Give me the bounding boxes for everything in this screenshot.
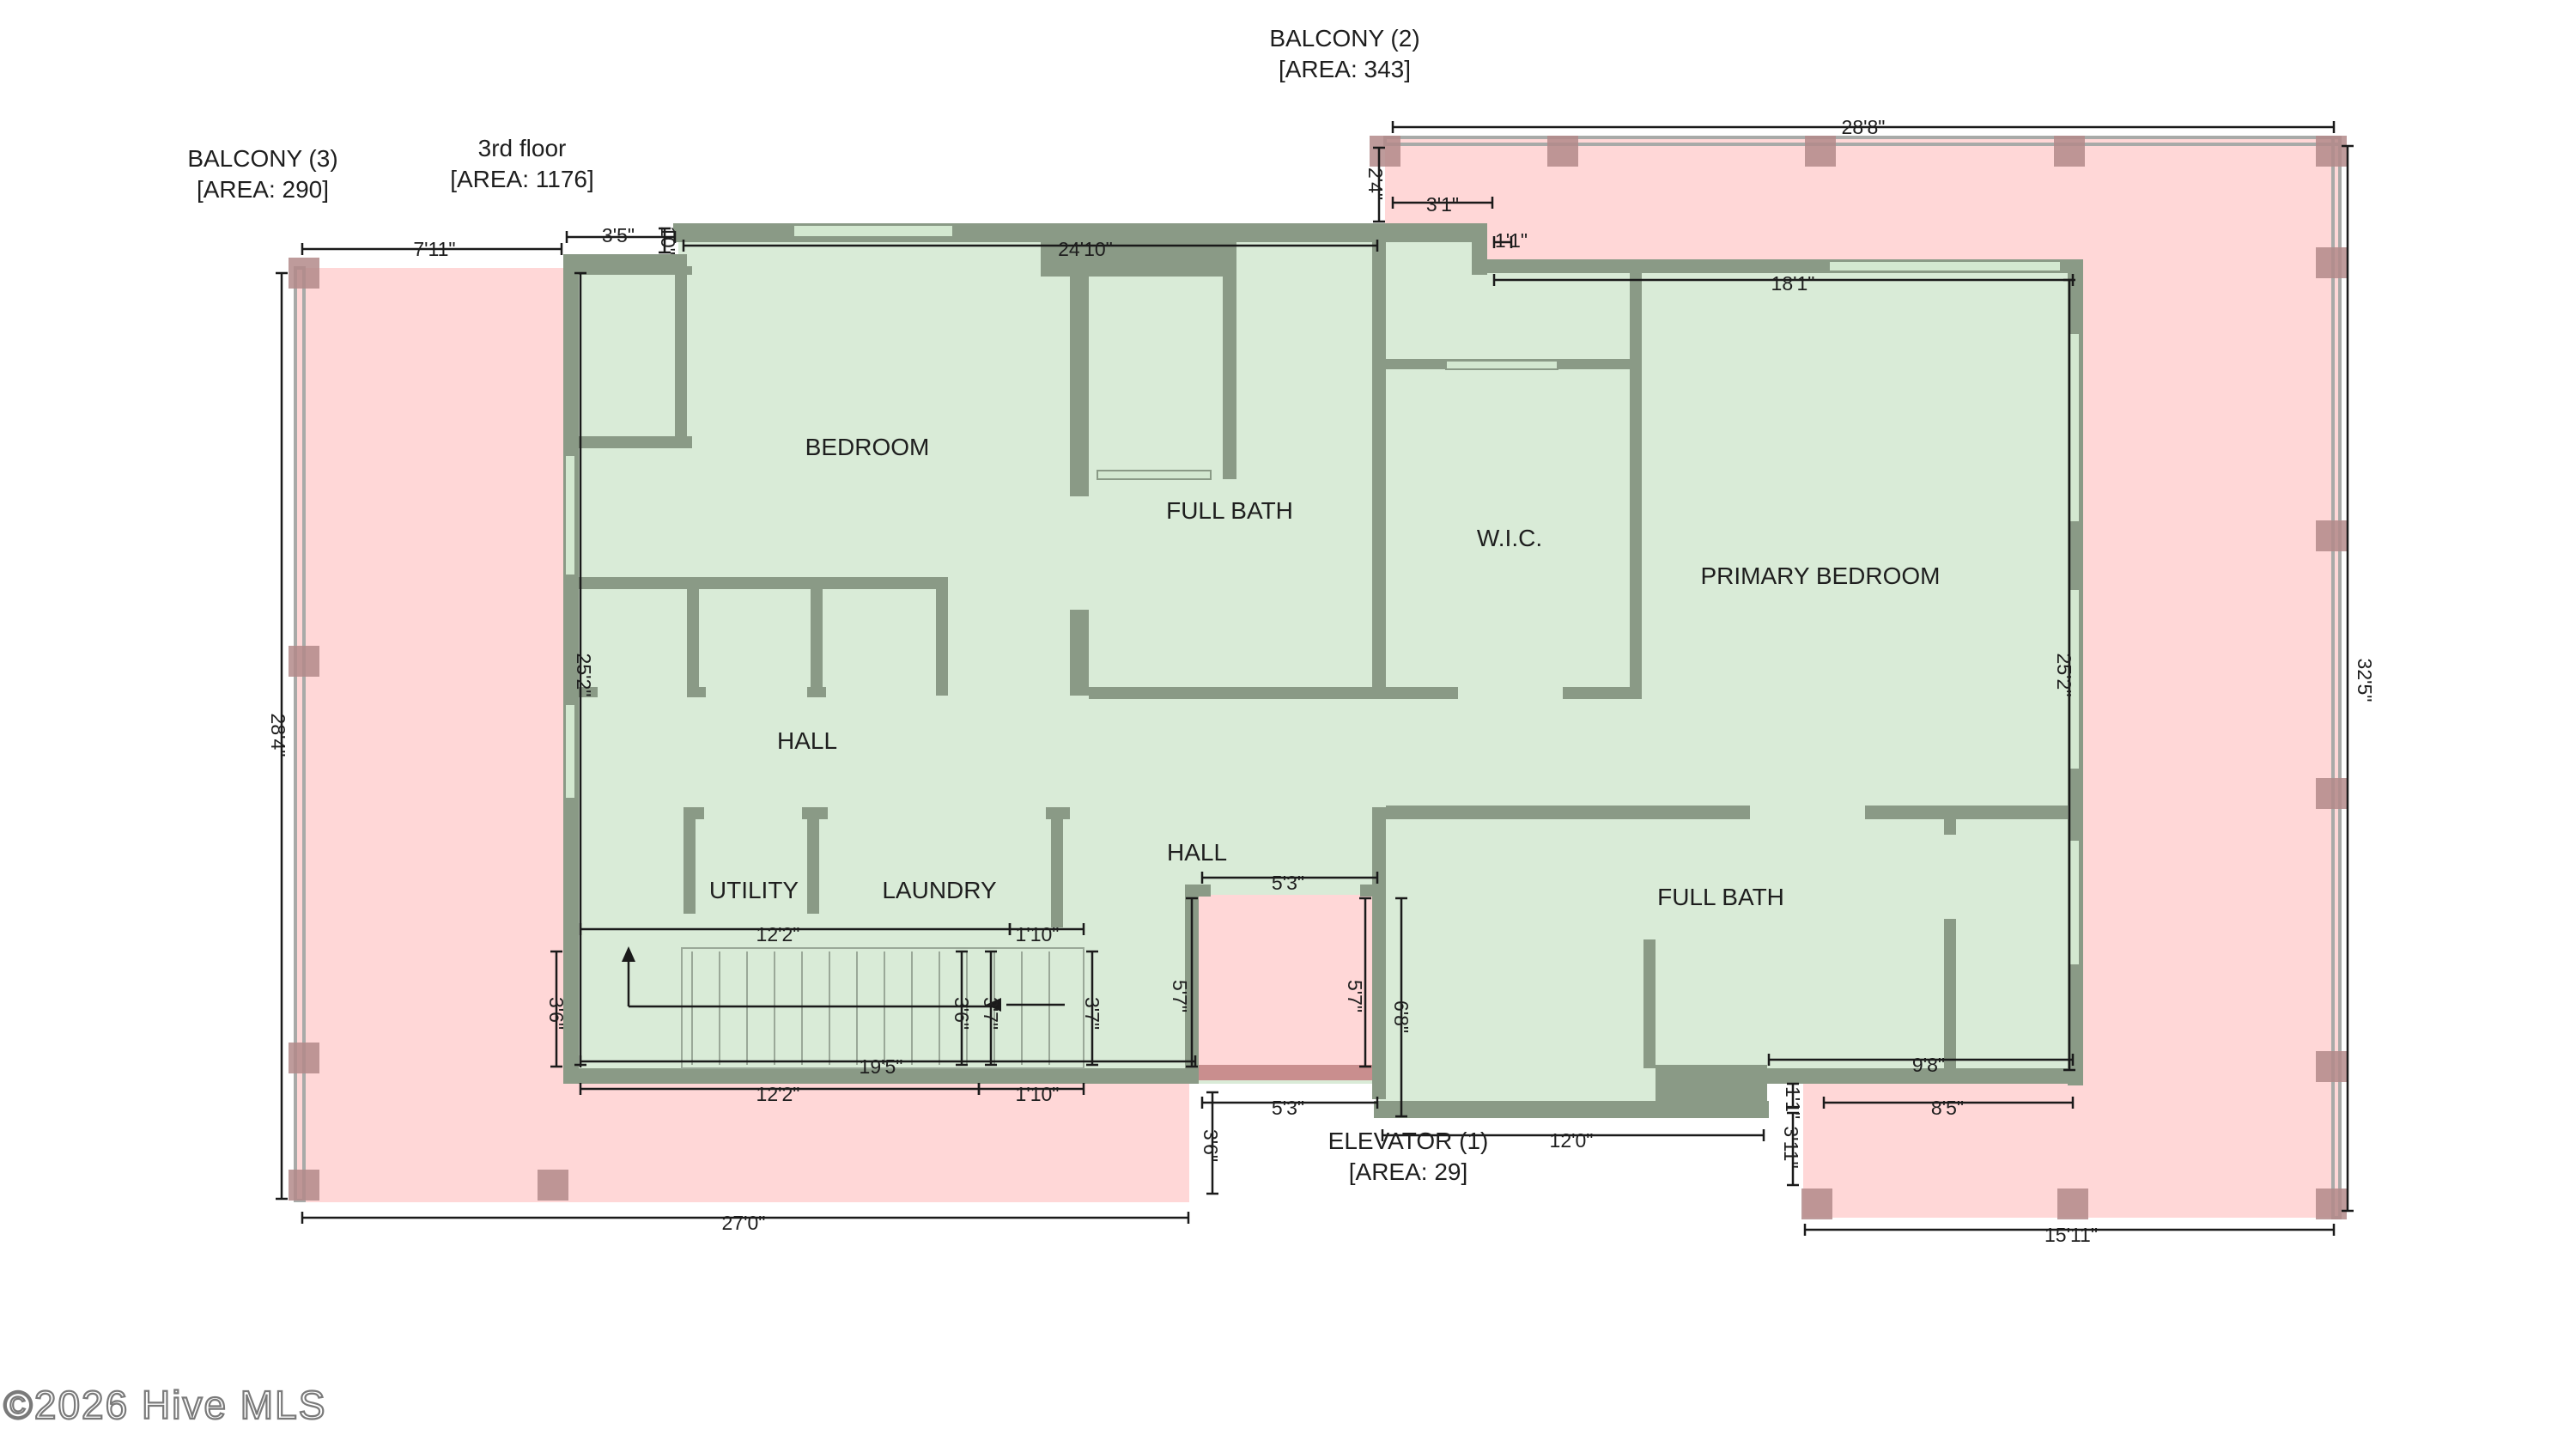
dim-25-2-right: 25'2": [2053, 654, 2075, 697]
dim-5-3-bot: 5'3": [1272, 1097, 1304, 1119]
dim-18-1: 18'1": [1771, 272, 1815, 295]
dim-19-5: 19'5": [860, 1055, 903, 1078]
dim-10: 10": [657, 226, 679, 255]
dim-24-10: 24'10": [1058, 238, 1113, 260]
dim-12-2-top: 12'2": [756, 923, 800, 945]
stairs: [622, 946, 1084, 1069]
room-laundry: LAUNDRY: [882, 877, 997, 903]
dim-1-10-top: 1'10": [1016, 923, 1060, 945]
dim-3-11: 3'11": [1780, 1126, 1802, 1168]
dim-25-2-left: 25'2": [573, 654, 595, 697]
dim-5-3-top: 5'3": [1272, 872, 1304, 894]
dim-2-4: 2'4": [1364, 167, 1387, 200]
elevator-name: ELEVATOR (1): [1328, 1128, 1489, 1154]
dim-3-7-b: 3'7": [1081, 997, 1103, 1030]
dim-9-8: 9'8": [1912, 1054, 1945, 1076]
balcony-3-name: BALCONY (3): [187, 145, 337, 172]
balcony-2-name: BALCONY (2): [1269, 25, 1419, 52]
dim-3-6-bot: 3'6": [1200, 1129, 1222, 1162]
dim-5-7-left: 5'7": [1169, 980, 1191, 1012]
dim-1-10-bot: 1'10": [1016, 1083, 1060, 1105]
room-wic: W.I.C.: [1477, 525, 1542, 551]
dim-3-5: 3'5": [602, 224, 635, 246]
dim-1-1-small: 1'1": [1782, 1086, 1804, 1119]
balcony-2-area: [AREA: 343]: [1279, 56, 1411, 82]
walls: [289, 136, 2347, 1219]
room-hall-2: HALL: [1167, 839, 1227, 866]
windows: [564, 224, 2081, 966]
dim-1-1: 1'1": [1495, 229, 1528, 252]
dim-3-6-left: 3'6": [545, 997, 568, 1030]
room-full-bath-1: FULL BATH: [1166, 497, 1293, 524]
dim-15-11: 15'11": [2044, 1224, 2098, 1246]
elevator-area: [AREA: 29]: [1349, 1158, 1468, 1185]
dim-12-2-bot: 12'2": [756, 1083, 800, 1105]
room-primary-bedroom: PRIMARY BEDROOM: [1700, 562, 1940, 589]
dim-3-6-stair: 3'6": [951, 997, 973, 1030]
dim-8-5: 8'5": [1931, 1097, 1964, 1119]
room-bedroom: BEDROOM: [805, 434, 930, 460]
balcony-3: [294, 266, 1189, 1202]
dim-28-8: 28'8": [1842, 116, 1886, 138]
dim-12-0: 12'0": [1550, 1129, 1594, 1152]
floor-name: 3rd floor: [478, 135, 567, 161]
interior-floor: [567, 225, 2078, 1115]
room-full-bath-2: FULL BATH: [1657, 884, 1784, 910]
dimension-lines: [276, 121, 2354, 1236]
watermark: ©2026 Hive MLS: [3, 1383, 326, 1427]
dim-32-5: 32'5": [2354, 659, 2376, 702]
room-hall-1: HALL: [777, 727, 837, 754]
dim-3-1: 3'1": [1426, 193, 1459, 216]
dim-3-7-a: 3'7": [980, 997, 1002, 1030]
floor-area: [AREA: 1176]: [450, 166, 594, 192]
elevator: [1197, 895, 1376, 1080]
balcony-3-area: [AREA: 290]: [197, 176, 329, 203]
dim-27-0: 27'0": [722, 1212, 766, 1234]
dim-28-4: 28'4": [267, 714, 289, 757]
room-utility: UTILITY: [709, 877, 799, 903]
dim-6-8: 6'8": [1390, 1000, 1413, 1033]
dim-7-11: 7'11": [413, 238, 455, 260]
dim-5-7-right: 5'7": [1344, 980, 1366, 1012]
